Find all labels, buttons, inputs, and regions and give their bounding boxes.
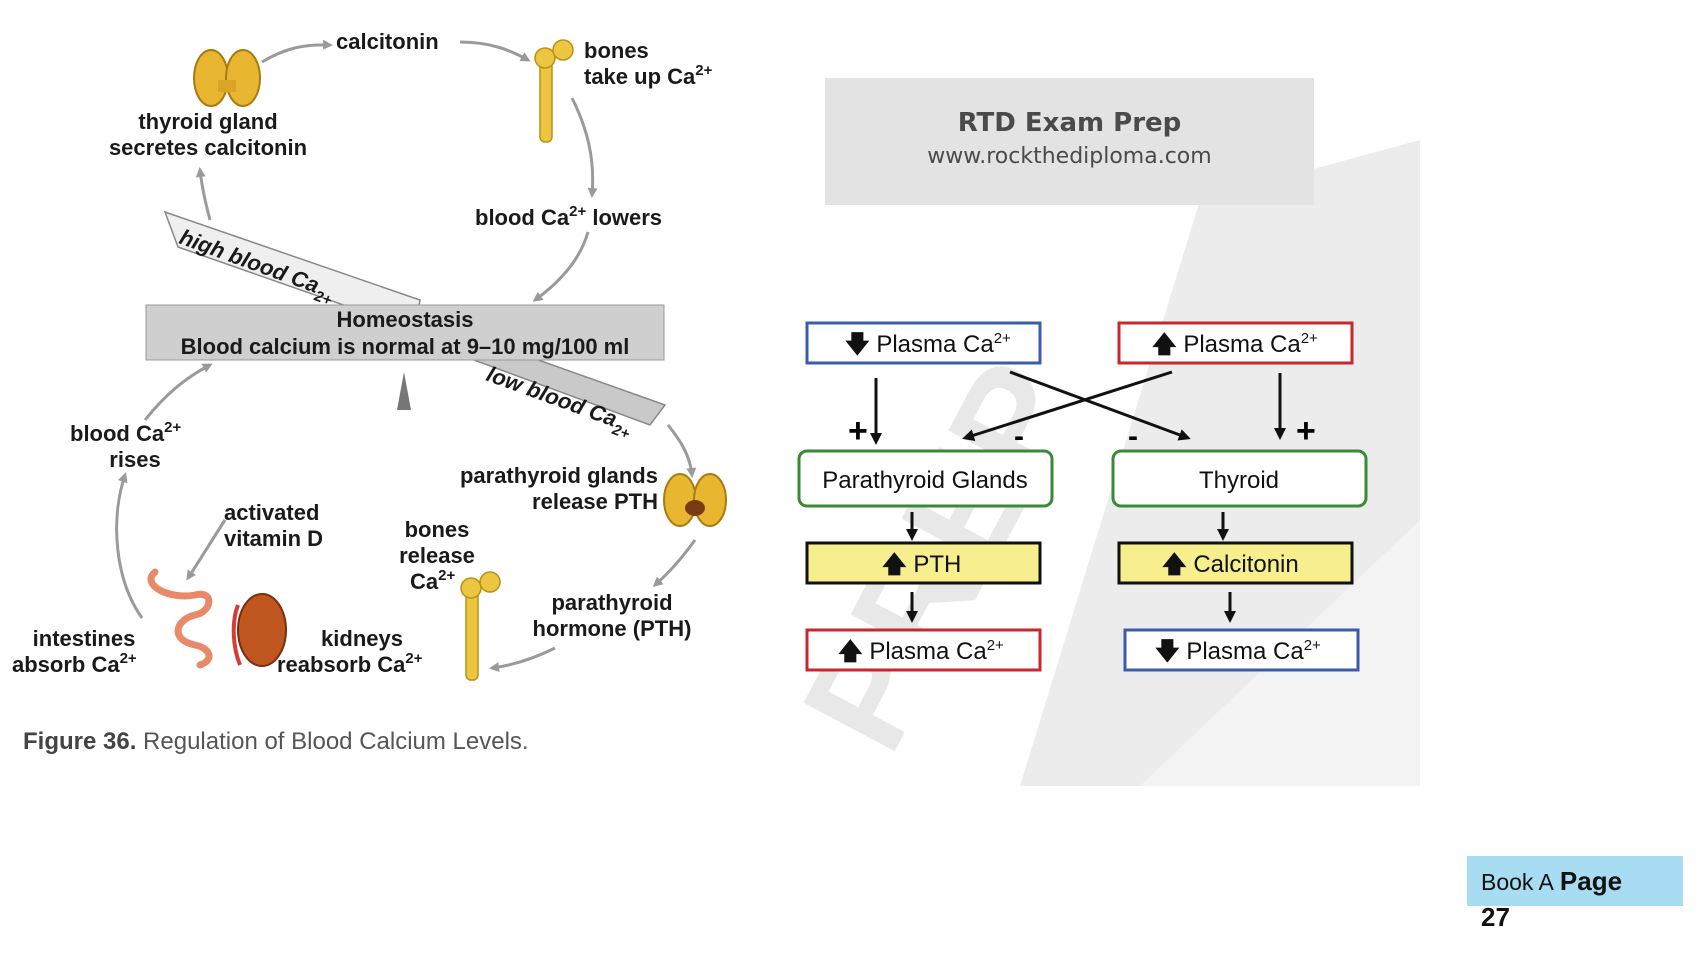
thyroid-label: Thyroid (1199, 467, 1279, 494)
arrow (489, 646, 556, 673)
arrow (666, 424, 697, 478)
bone-icon (534, 39, 574, 143)
pth-box (805, 541, 1042, 585)
homeostasis-subtitle: Blood calcium is normal at 9–10 mg/100 m… (181, 334, 630, 359)
arrow (962, 370, 1173, 441)
arrow (143, 363, 213, 421)
calcium-cycle-diagram: high blood Ca2+ low blood Ca2+ Homeostas… (12, 29, 727, 681)
brand-url: www.rockthediploma.com (927, 144, 1212, 169)
kidneys-reabsorb-label: reabsorb Ca2+ (277, 650, 423, 677)
high-plasma-label: 🡅 Plasma Ca2+ (1152, 330, 1318, 358)
minus-sign: - (1128, 420, 1138, 453)
activated-label: activated (224, 500, 319, 525)
kidneys-label: kidneys (321, 626, 403, 651)
bones-release-label-2: release (399, 543, 475, 568)
figure-caption: Figure 36. Regulation of Blood Calcium L… (23, 728, 529, 756)
arrow (115, 472, 144, 619)
result-low-plasma-label: 🡇 Plasma Ca2+ (1155, 637, 1321, 665)
parathyroid-release-label: release PTH (532, 489, 658, 514)
pth-label-2: hormone (PTH) (533, 616, 692, 641)
parathyroid-glands-label: Parathyroid Glands (822, 467, 1027, 494)
brand-title: RTD Exam Prep (957, 108, 1182, 138)
fulcrum (397, 372, 411, 410)
intestines-icon (147, 568, 213, 669)
page-number: 27 (1481, 902, 1510, 932)
parathyroid-label: parathyroid glands (460, 463, 658, 488)
arrow (186, 519, 227, 581)
high-plasma-box (1117, 321, 1354, 365)
book-label: Book A (1481, 869, 1554, 895)
arrow (652, 539, 697, 587)
result-high-plasma-box (805, 628, 1042, 672)
arrow (1009, 370, 1191, 441)
plus-sign: + (848, 412, 868, 450)
kidney-icon (231, 593, 287, 667)
bone-icon (460, 571, 501, 681)
bones-take-up-label: take up Ca2+ (584, 62, 713, 89)
regulation-flowchart: 🡇 Plasma Ca2+ 🡅 Plasma Ca2+ + + - - Para… (797, 321, 1368, 672)
result-high-plasma-label: 🡅 Plasma Ca2+ (838, 637, 1004, 665)
minus-sign: - (1014, 420, 1024, 453)
result-low-plasma-box (1123, 628, 1360, 672)
plus-sign: + (1296, 412, 1316, 450)
parathyroid-gland-icon (663, 473, 727, 527)
thyroid-gland-icon (193, 49, 261, 107)
bones-release-label: bones (405, 517, 470, 542)
pth-label: parathyroid (551, 590, 672, 615)
blood-rises-label-2: rises (109, 447, 160, 472)
low-plasma-label: 🡇 Plasma Ca2+ (845, 330, 1011, 358)
figure-number: Figure 36. (23, 728, 137, 755)
arrow (570, 97, 598, 198)
vitamin-d-label: vitamin D (224, 526, 323, 551)
bones-release-label-3: Ca2+ (410, 567, 455, 594)
intestines-absorb-label: absorb Ca2+ (12, 650, 137, 677)
calcitonin-box (1117, 541, 1354, 585)
blood-rises-label: blood Ca2+ (70, 419, 181, 446)
homeostasis-box (145, 304, 665, 361)
low-plasma-box (805, 321, 1042, 365)
intestines-label: intestines (33, 626, 136, 651)
homeostasis-title: Homeostasis (337, 307, 474, 332)
arrow (459, 40, 531, 62)
figure-title: Regulation of Blood Calcium Levels. (136, 728, 529, 755)
thyroid-secretes-label: secretes calcitonin (109, 135, 307, 160)
blood-lowers-label: blood Ca2+ lowers (475, 203, 662, 230)
thyroid-box (1111, 449, 1368, 508)
pth-box-label: 🡅 PTH (882, 551, 961, 578)
calcitonin-label: calcitonin (336, 29, 439, 54)
page-word: Page (1559, 866, 1623, 896)
arrow (532, 231, 590, 302)
thyroid-label: thyroid gland (138, 109, 277, 134)
parathyroid-glands-box (797, 449, 1054, 508)
bones-label: bones (584, 38, 649, 63)
calcitonin-box-label: 🡅 Calcitonin (1162, 551, 1299, 578)
arrow (195, 167, 212, 221)
arrow (261, 39, 333, 64)
brand-watermark-box: RTD Exam Prep www.rockthediploma.com (825, 78, 1314, 205)
